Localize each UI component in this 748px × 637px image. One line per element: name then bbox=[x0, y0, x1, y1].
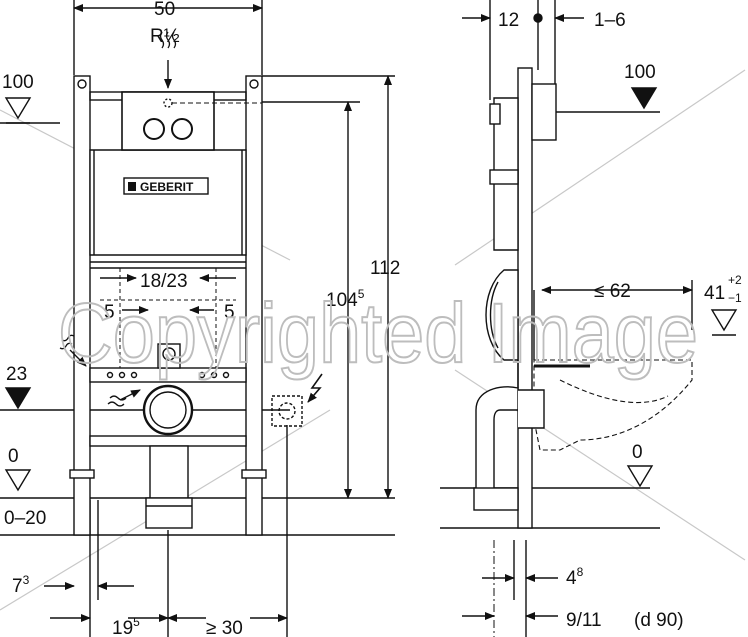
level-23-triangle bbox=[4, 387, 32, 410]
level-0-triangle bbox=[4, 469, 32, 492]
side-view bbox=[440, 0, 693, 637]
electric-icon bbox=[307, 373, 323, 403]
inlet-label: R½ bbox=[150, 26, 180, 47]
height-main-value: 104 bbox=[326, 290, 358, 311]
flush-spacing-label: 18/23 bbox=[140, 271, 188, 292]
front-view bbox=[0, 0, 395, 637]
offset-left-value: 7 bbox=[12, 576, 23, 597]
level-100-triangle-side bbox=[630, 87, 658, 110]
level-0-label: 0 bbox=[8, 446, 19, 467]
depth-a-label: 12 bbox=[498, 10, 519, 31]
level-100-label: 100 bbox=[2, 72, 34, 93]
side-right-label: 5 bbox=[224, 302, 235, 323]
pipe-label: 9/11 bbox=[566, 610, 602, 631]
level-0-triangle-side bbox=[626, 465, 654, 488]
brand-logo: GEBERIT bbox=[140, 180, 194, 194]
pipe-diameter-label: (d 90) bbox=[634, 610, 684, 631]
level-0-side-label: 0 bbox=[632, 442, 643, 463]
offset-left-sup: 3 bbox=[23, 573, 30, 587]
bottom-offset-sup: 8 bbox=[577, 565, 584, 579]
depth-b-label: 1–6 bbox=[594, 10, 626, 31]
height-tol-plus: +2 bbox=[728, 273, 742, 287]
watermark-text: Copyrighted Image bbox=[58, 286, 698, 380]
side-left-label: 5 bbox=[104, 302, 115, 323]
level-100-side-label: 100 bbox=[624, 62, 656, 83]
bottom-offset-value: 4 bbox=[566, 568, 577, 589]
height-total-label: 112 bbox=[370, 258, 400, 279]
height-41-label: 41 bbox=[704, 283, 725, 304]
offset-bottom-sup: 5 bbox=[133, 615, 140, 629]
floor-range-label: 0–20 bbox=[4, 508, 46, 529]
water-symbol-icon bbox=[59, 31, 177, 407]
width-label: 50 bbox=[154, 0, 175, 20]
height-tol-minus: −1 bbox=[728, 291, 742, 305]
offset-bottom-value: 19 bbox=[112, 618, 133, 637]
level-41-triangle bbox=[710, 309, 738, 332]
center-dot-icon bbox=[533, 13, 543, 23]
height-main-label: 1045 bbox=[326, 287, 365, 311]
level-100-triangle bbox=[4, 97, 32, 120]
side-level-markers bbox=[533, 13, 738, 488]
level-23-label: 23 bbox=[6, 364, 27, 385]
height-main-sup: 5 bbox=[358, 287, 365, 301]
front-level-markers bbox=[4, 97, 32, 492]
pan-depth-label: ≤ 62 bbox=[594, 281, 631, 302]
bottom-offset-label: 48 bbox=[566, 565, 584, 589]
clearance-label: ≥ 30 bbox=[206, 618, 243, 637]
offset-left-label: 73 bbox=[12, 573, 30, 597]
offset-bottom-label: 195 bbox=[112, 615, 140, 637]
